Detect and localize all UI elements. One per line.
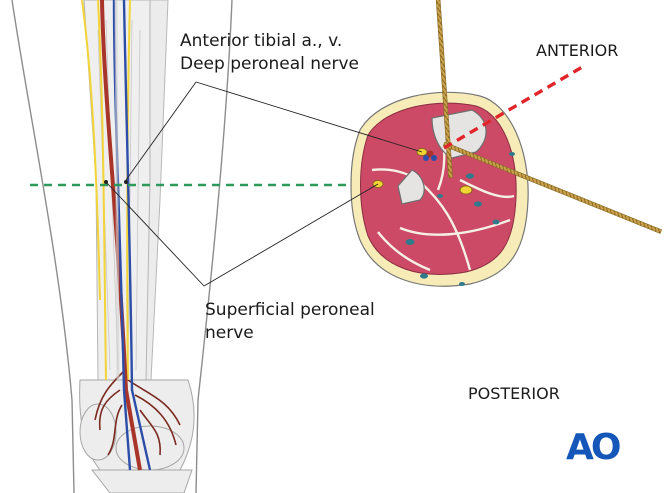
marker-leg-nerve xyxy=(104,180,108,184)
leg-cross-section xyxy=(350,91,529,287)
anterior-tibial-vein-section-2 xyxy=(431,155,437,161)
anterior-tibial-vein-section xyxy=(423,155,429,161)
anterior-pin xyxy=(435,0,453,179)
ankle-vascular-network xyxy=(94,369,181,456)
leader-vessels-to-leg xyxy=(125,81,197,181)
label-anterior-tibial-vessels: Anterior tibial a., v. Deep peroneal ner… xyxy=(180,30,359,76)
lateral-pin xyxy=(442,141,663,234)
label-posterior-direction: POSTERIOR xyxy=(468,384,560,403)
leg-skin-outline-left xyxy=(11,0,75,493)
leader-superficial-to-leg xyxy=(105,181,205,287)
label-leader-lines xyxy=(105,81,423,287)
ao-logo: AO xyxy=(566,427,621,468)
fascia-band xyxy=(114,0,120,381)
other-vessels-sections xyxy=(405,152,515,286)
label-line-2: Deep peroneal nerve xyxy=(180,54,359,74)
fibula-cross-section xyxy=(397,169,425,205)
label-superficial-peroneal-nerve: Superficial peroneal nerve xyxy=(205,299,375,345)
safe-corridor-line xyxy=(443,64,585,150)
label-line-2: nerve xyxy=(205,323,254,343)
label-anterior-direction: ANTERIOR xyxy=(536,41,619,60)
leg-skin-outline-right xyxy=(195,0,233,493)
ankle-bones xyxy=(79,379,195,493)
lower-leg-illustration xyxy=(11,0,233,493)
label-line-1: Superficial peroneal xyxy=(205,300,375,320)
anterior-tibial-artery-section xyxy=(426,150,434,158)
tibial-nerve-section xyxy=(459,185,473,195)
leader-superficial-to-section xyxy=(203,183,379,287)
marker-leg-vessels xyxy=(124,180,128,184)
leader-vessels-to-section xyxy=(195,81,423,153)
label-line-1: Anterior tibial a., v. xyxy=(180,31,343,51)
